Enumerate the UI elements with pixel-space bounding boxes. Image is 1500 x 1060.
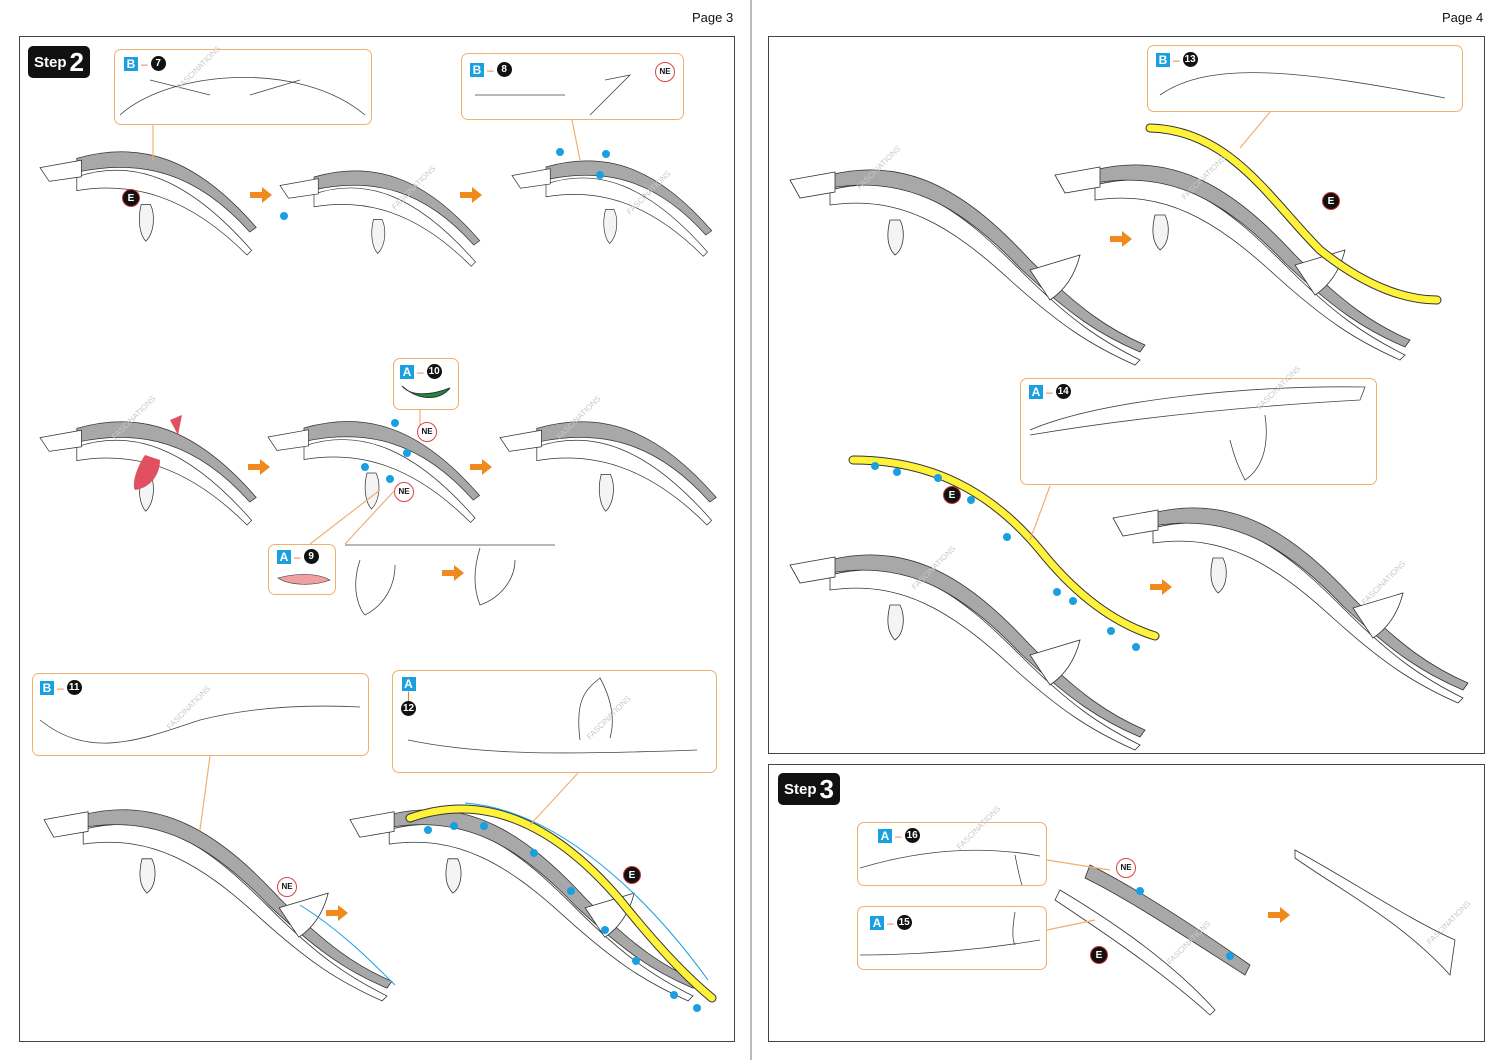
callout-a14 bbox=[1020, 378, 1377, 485]
sheet-letter: A bbox=[277, 549, 291, 564]
part-tag-b13: B–13 bbox=[1156, 52, 1198, 67]
sheet-letter: B bbox=[1156, 52, 1170, 67]
marker-ne: NE bbox=[1116, 858, 1136, 878]
part-tag-a16: A–16 bbox=[878, 828, 920, 843]
part-tag-a14: A–14 bbox=[1029, 384, 1071, 399]
sheet-letter: B bbox=[470, 62, 484, 77]
part-number: 11 bbox=[66, 680, 82, 695]
bend-marker-e: E bbox=[122, 189, 140, 207]
part-number: 12 bbox=[401, 701, 416, 716]
step-number: 3 bbox=[819, 774, 834, 804]
part-number: 10 bbox=[426, 364, 442, 379]
page-divider bbox=[750, 0, 752, 1060]
callout-b11 bbox=[32, 673, 369, 756]
sheet-letter: B bbox=[124, 56, 138, 71]
sheet-letter: A bbox=[878, 828, 892, 843]
page-number-4: Page 4 bbox=[1442, 10, 1484, 25]
part-number: 9 bbox=[303, 549, 319, 564]
bend-marker-e: E bbox=[1322, 192, 1340, 210]
part-tag-b7: B–7 bbox=[124, 56, 166, 71]
bend-marker-e: E bbox=[1090, 946, 1108, 964]
bend-marker-e: E bbox=[623, 866, 641, 884]
part-tag-b8: B–8 bbox=[470, 62, 512, 77]
sheet-letter: A bbox=[400, 364, 414, 379]
step-number: 2 bbox=[69, 47, 84, 77]
part-tag-a12: A|12 bbox=[401, 677, 416, 716]
marker-ne: NE bbox=[655, 62, 675, 82]
part-tag-a9: A–9 bbox=[277, 549, 319, 564]
part-number: 7 bbox=[150, 56, 166, 71]
part-tag-a10: A–10 bbox=[400, 364, 442, 379]
step-word: Step bbox=[34, 53, 67, 71]
part-number: 8 bbox=[496, 62, 512, 77]
part-number: 16 bbox=[904, 828, 920, 843]
step-3-panel bbox=[768, 764, 1485, 1042]
part-tag-b11: B–11 bbox=[40, 680, 82, 695]
step-2-panel bbox=[19, 36, 735, 1042]
marker-ne: NE bbox=[277, 877, 297, 897]
callout-a12 bbox=[392, 670, 717, 773]
step-word: Step bbox=[784, 780, 817, 798]
sheet-letter: B bbox=[40, 680, 54, 695]
part-number: 14 bbox=[1055, 384, 1071, 399]
marker-ne: NE bbox=[417, 422, 437, 442]
marker-ne: NE bbox=[394, 482, 414, 502]
bend-marker-e: E bbox=[943, 486, 961, 504]
part-number: 15 bbox=[896, 915, 912, 930]
sheet-letter: A bbox=[1029, 384, 1043, 399]
sheet-letter: A bbox=[870, 915, 884, 930]
page-number-3: Page 3 bbox=[692, 10, 734, 25]
part-number: 13 bbox=[1182, 52, 1198, 67]
part-tag-a15: A–15 bbox=[870, 915, 912, 930]
